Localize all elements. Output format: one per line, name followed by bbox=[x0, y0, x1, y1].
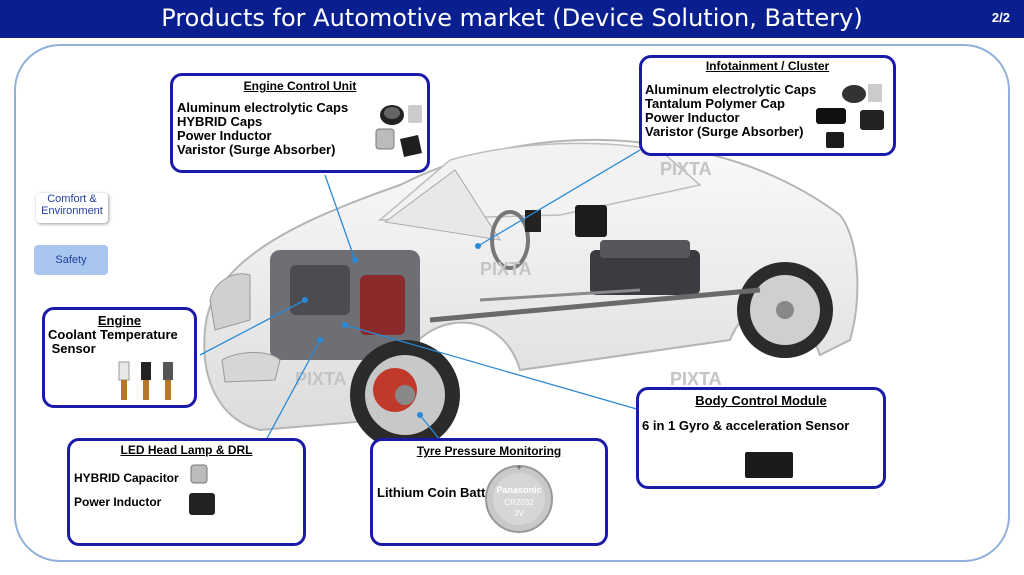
bcm-item: 6 in 1 Gyro & acceleration Sensor bbox=[642, 418, 850, 433]
capacitor-components-icon bbox=[375, 105, 422, 157]
led-item: HYBRID Capacitor bbox=[74, 471, 179, 485]
engine-heading: Engine bbox=[97, 313, 142, 328]
infotainment-item: Aluminum electrolytic Caps bbox=[645, 82, 817, 97]
engine-item: Sensor bbox=[48, 341, 96, 356]
svg-text:+: + bbox=[516, 463, 522, 474]
comfort-environment-tag[interactable]: Comfort & Environment bbox=[36, 193, 108, 223]
battery-brand: Panasonic bbox=[496, 485, 541, 495]
bcm-heading: Body Control Module bbox=[695, 393, 827, 408]
led-heading: LED Head Lamp & DRL bbox=[120, 443, 253, 457]
infotainment-cluster-box: Infotainment / Cluster Aluminum electrol… bbox=[639, 55, 896, 156]
page-title: Products for Automotive market (Device S… bbox=[161, 4, 863, 32]
ecu-item: Power Inductor bbox=[177, 128, 272, 143]
battery-model: CR2032 bbox=[504, 498, 534, 507]
title-bar: Products for Automotive market (Device S… bbox=[0, 0, 1024, 38]
gyro-sensor-chip-icon bbox=[745, 452, 793, 478]
engine-item: Coolant Temperature bbox=[48, 327, 178, 342]
engine-control-unit-box: Engine Control Unit Aluminum electrolyti… bbox=[170, 73, 430, 173]
battery-voltage: 3V bbox=[514, 509, 524, 518]
engine-box: Engine Coolant Temperature Sensor bbox=[42, 307, 197, 408]
coolant-temperature-sensor-icon bbox=[118, 361, 173, 400]
svg-text:PIXTA: PIXTA bbox=[480, 259, 532, 279]
tyre-pressure-monitoring-box: Tyre Pressure Monitoring Lithium Coin Ba… bbox=[370, 438, 608, 546]
capacitor-components-icon bbox=[816, 84, 884, 148]
infotainment-item: Power Inductor bbox=[645, 110, 740, 125]
safety-tag[interactable]: Safety bbox=[34, 245, 108, 275]
svg-text:PIXTA: PIXTA bbox=[670, 369, 722, 389]
body-control-module-box: Body Control Module 6 in 1 Gyro & accele… bbox=[636, 387, 886, 489]
infotainment-item: Varistor (Surge Absorber) bbox=[645, 124, 804, 139]
svg-text:PIXTA: PIXTA bbox=[660, 159, 712, 179]
ecu-item: HYBRID Caps bbox=[177, 114, 263, 129]
led-head-lamp-box: LED Head Lamp & DRL HYBRID Capacitor Pow… bbox=[67, 438, 306, 546]
page-number: 2/2 bbox=[991, 10, 1010, 25]
infotainment-item: Tantalum Polymer Cap bbox=[645, 96, 785, 111]
tpms-item: Lithium Coin Batt bbox=[377, 485, 486, 500]
ecu-item: Aluminum electrolytic Caps bbox=[177, 100, 349, 115]
tpms-heading: Tyre Pressure Monitoring bbox=[416, 444, 562, 458]
infotainment-heading: Infotainment / Cluster bbox=[705, 59, 830, 73]
coin-battery-icon: + Panasonic CR2032 3V bbox=[485, 463, 553, 533]
led-item: Power Inductor bbox=[74, 495, 162, 509]
capacitor-inductor-icon bbox=[189, 464, 215, 515]
ecu-item: Varistor (Surge Absorber) bbox=[177, 142, 336, 157]
connector-lines bbox=[199, 149, 641, 443]
ecu-heading: Engine Control Unit bbox=[243, 79, 357, 93]
svg-text:PIXTA: PIXTA bbox=[295, 369, 347, 389]
